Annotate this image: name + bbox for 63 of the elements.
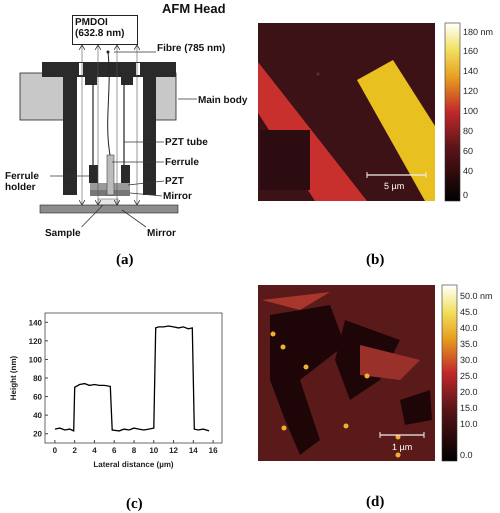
axis-tick-label: 140 (28, 318, 42, 328)
panel-label: (b) (366, 252, 384, 269)
scale-tick-label: 25.0 (460, 371, 478, 381)
title: AFM Head (162, 2, 226, 16)
beam-line (114, 44, 120, 206)
leader-line (178, 98, 198, 100)
part-label: PZT (165, 176, 184, 187)
axis-tick-label: 8 (132, 446, 136, 455)
scale-label: 5 µm (384, 181, 404, 191)
leader-line (128, 180, 164, 186)
panel-label: (c) (126, 496, 143, 513)
scale-tick-label: 0 (463, 190, 468, 200)
part-label: Main body (198, 95, 248, 106)
scale-tick-label: 20.0 (460, 387, 478, 397)
axis-tick-label: 120 (28, 336, 42, 346)
part-label: Sample (45, 228, 81, 239)
scale-tick-label: 30.0 (460, 355, 478, 365)
leader-line (122, 210, 146, 228)
axis-tick-label: 14 (188, 446, 198, 455)
part-label: Mirror (163, 191, 192, 202)
scale-tick-label: 160 (463, 46, 478, 56)
leader-line (81, 204, 104, 228)
axis-title: Lateral distance (µm) (93, 460, 174, 469)
axis-tick-label: 40 (33, 411, 42, 420)
scale-tick-label: 180 nm (463, 27, 494, 37)
scale-tick-label: 50.0 nm (460, 291, 493, 301)
scale-tick-label: 40.0 (460, 323, 478, 333)
scale-tick-label: 15.0 (460, 403, 478, 413)
beam-line (78, 44, 86, 206)
axis-tick-label: 2 (72, 446, 77, 455)
scale-tick-label: 60 (463, 146, 474, 156)
axis-tick-label: 100 (28, 355, 42, 364)
scale-tick-label: 140 (463, 66, 478, 76)
axis-tick-label: 10 (149, 446, 158, 455)
axis-tick-label: 16 (208, 446, 218, 455)
axis-tick-label: 60 (33, 392, 42, 402)
axis-tick-label: 80 (33, 374, 42, 383)
axis-tick-label: 20 (33, 430, 42, 439)
scale-tick-label: 10.0 (460, 419, 478, 429)
panel-label: (d) (366, 494, 384, 511)
part-label: Ferrule holder (5, 171, 49, 193)
axis-tick-label: 0 (52, 446, 58, 455)
beam-line (94, 44, 102, 206)
scale-tick-label: 120 (463, 86, 478, 96)
part-label: Ferrule (165, 157, 199, 168)
scale-tick-label: 100 (463, 106, 478, 116)
axis-title: Height (nm) (9, 356, 18, 400)
scale-tick-label: 45.0 (460, 307, 478, 317)
panel-label: (a) (116, 252, 134, 269)
axis-tick-label: 4 (92, 446, 97, 455)
scale-tick-label: 0.0 (460, 450, 473, 460)
part-label: Fibre (785 nm) (157, 43, 226, 54)
beam-line (134, 44, 140, 206)
scale-tick-label: 40 (463, 166, 474, 176)
scale-tick-label: 35.0 (460, 339, 478, 349)
axis-tick-label: 12 (169, 446, 178, 455)
part-label: PZT tube (165, 137, 208, 148)
axis-tick-label: 6 (112, 446, 116, 455)
leader-line (130, 192, 162, 196)
scale-label: 1 µm (392, 442, 412, 452)
instrument-box: PMDOI (632.8 nm) (72, 15, 138, 45)
scale-tick-label: 80 (463, 126, 474, 136)
part-label: Mirror (147, 228, 176, 239)
